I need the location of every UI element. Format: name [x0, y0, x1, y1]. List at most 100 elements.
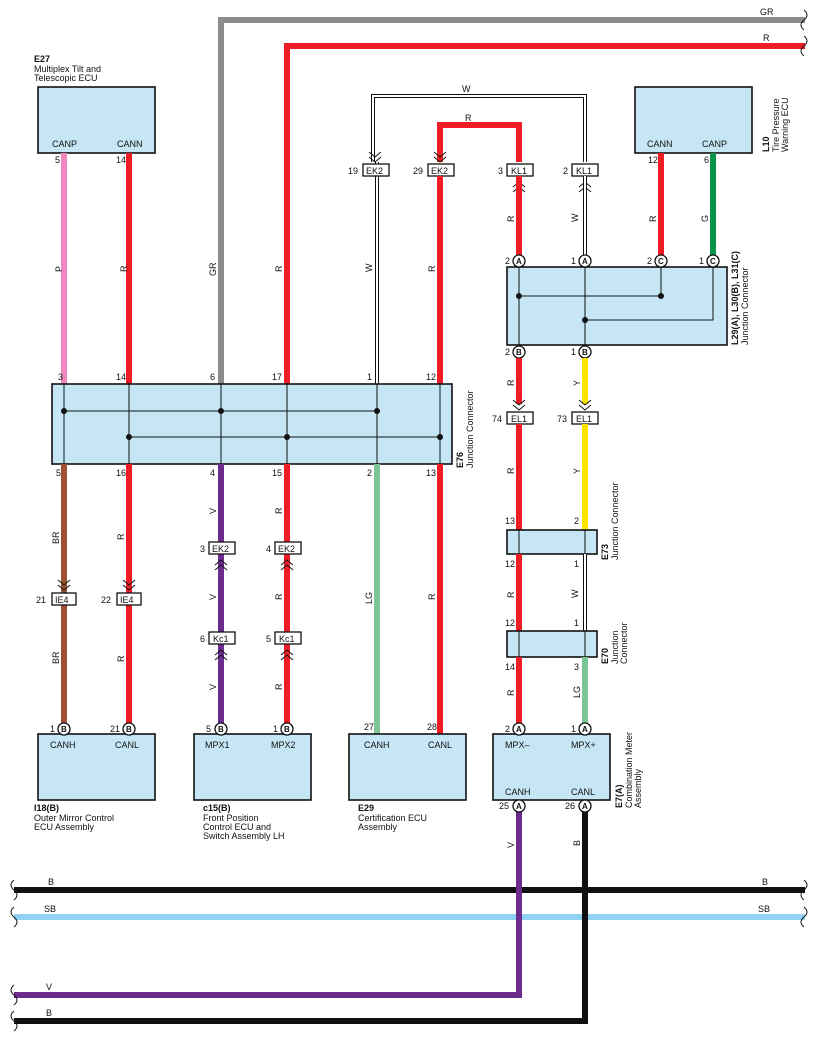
- e27-name-2: Telescopic ECU: [34, 73, 98, 83]
- kl1-r-label: R: [506, 215, 516, 222]
- r-bus-label: R: [763, 33, 770, 43]
- kc1-5-pin: 5: [266, 634, 271, 644]
- ie4-22-pin: 22: [101, 595, 111, 605]
- e7-b-label: B: [572, 840, 582, 846]
- br-dn-label: BR: [51, 651, 61, 664]
- e76-bot-4: 4: [210, 468, 215, 478]
- e73-name: Junction Connector: [610, 482, 620, 560]
- kc1-6-id: Kc1: [213, 634, 229, 644]
- c15-pin5-num: 5: [206, 724, 211, 734]
- ek2-19-pin: 19: [348, 166, 358, 176]
- ek2-3-id: EK2: [212, 544, 229, 554]
- gr-bus-label: GR: [760, 7, 774, 17]
- kl1-3-id: KL1: [511, 166, 527, 176]
- e7-pin25-letter: A: [516, 802, 522, 811]
- c15-pin1-letter: B: [284, 725, 290, 734]
- i18-code: I18(B): [34, 803, 59, 813]
- e27-pin5: 5: [55, 155, 60, 165]
- b-bus-low-wire: B: [10, 812, 588, 1032]
- w-loop-wire: W: [371, 84, 587, 384]
- e76-top-17: 17: [272, 372, 282, 382]
- el1-73-id: EL1: [576, 414, 592, 424]
- e27-code: E27: [34, 54, 50, 64]
- e76-bot-13: 13: [426, 468, 436, 478]
- e27-pin14: 14: [116, 155, 126, 165]
- w1-label: W: [364, 263, 374, 272]
- r-loop-wire: [437, 122, 522, 162]
- e76-bot-2: 2: [367, 468, 372, 478]
- e7-pin26-circle: [578, 799, 592, 813]
- e70-code: E70: [600, 648, 610, 664]
- e73-bot-1: 1: [574, 559, 579, 569]
- e27-pin-cann: CANN: [117, 139, 143, 149]
- l29-r-label: R: [506, 379, 516, 386]
- e27-pin-canp: CANP: [52, 139, 77, 149]
- l29-a1-circle: [578, 254, 592, 268]
- e7-pin25-num: 25: [499, 801, 509, 811]
- ek2-4-connector: EK2 4: [266, 541, 302, 571]
- r15-mid-label: R: [274, 593, 284, 600]
- c15-pin5-circle: [214, 722, 228, 736]
- kl1-2-connector: KL1 2: [563, 163, 599, 193]
- ek2-19-connector: EK2 19: [348, 151, 390, 177]
- ek2-3-connector: EK2 3: [200, 541, 236, 571]
- kl1-2-pin: 2: [563, 166, 568, 176]
- l10-code: L10: [761, 136, 771, 152]
- l10-ecu: CANN CANP L10 Tire Pressure Warning ECU: [634, 86, 790, 154]
- r13-label: R: [427, 593, 437, 600]
- e7-name-2: Assembly: [633, 768, 643, 808]
- e7-pin25-circle: [512, 799, 526, 813]
- e29-pin-canl: CANL: [428, 740, 452, 750]
- v4-dn-label: V: [208, 684, 218, 690]
- i18-pin1-letter: B: [61, 725, 67, 734]
- ie4-21-connector: IE4 21: [36, 579, 77, 606]
- r16-dn-label: R: [116, 655, 126, 662]
- kc1-5-id: Kc1: [279, 634, 295, 644]
- l29-b2-num: 2: [505, 347, 510, 357]
- l29-a1-letter: A: [582, 257, 588, 266]
- gr-wire-label: GR: [208, 262, 218, 276]
- l29-a1-num: 1: [571, 256, 576, 266]
- l10-pin-canp: CANP: [702, 139, 727, 149]
- e70-top-12: 12: [505, 618, 515, 628]
- l29-c2-circle: [654, 254, 668, 268]
- v-bus-wire: V: [10, 812, 522, 1006]
- e73-junction-connector: 13 2 12 1 E73 Junction Connector: [505, 482, 620, 569]
- kl1-w-label: W: [570, 213, 580, 222]
- e76-top-6: 6: [210, 372, 215, 382]
- e76-top-14: 14: [116, 372, 126, 382]
- ek2-19-id: EK2: [366, 166, 383, 176]
- e76-junction-connector: E76 Junction Connector: [51, 383, 475, 468]
- el1-74-pin: 74: [492, 414, 502, 424]
- e73-code: E73: [600, 544, 610, 560]
- v4-up-label: V: [208, 508, 218, 514]
- el1-74-id: EL1: [511, 414, 527, 424]
- w-top-label: W: [462, 84, 471, 94]
- l29-code: L29(A), L30(B), L31(C): [730, 251, 740, 345]
- sb-bus: SB SB: [10, 904, 808, 928]
- l10-pin6: 6: [704, 155, 709, 165]
- l10-name-2: Warning ECU: [780, 97, 790, 152]
- e76-top-1: 1: [367, 372, 372, 382]
- c15-ecu: MPX1 MPX2 c15(B) Front Position Control …: [193, 733, 312, 841]
- l29-a2-letter: A: [516, 257, 522, 266]
- i18-pin21-letter: B: [126, 725, 132, 734]
- e70-bot-3: 3: [574, 662, 579, 672]
- e70-bot-14: 14: [505, 662, 515, 672]
- l29-b1-letter: B: [582, 348, 588, 357]
- e7-pin1-circle: [578, 722, 592, 736]
- i18-pin-canl: CANL: [115, 740, 139, 750]
- el1-74-connector: EL1 74: [492, 399, 534, 425]
- e29-pin-canh: CANH: [364, 740, 390, 750]
- e70-r-label: R: [506, 689, 516, 696]
- r15-dn-label: R: [274, 683, 284, 690]
- e7-code: E7(A): [614, 784, 624, 808]
- sb-bus-left-label: SB: [44, 904, 56, 914]
- l10-pin12: 12: [648, 155, 658, 165]
- i18-pin1-circle: [57, 722, 71, 736]
- i18-pin21-num: 21: [110, 724, 120, 734]
- c15-name-2: Control ECU and: [203, 822, 271, 832]
- el1-73-connector: EL1 73: [557, 399, 599, 425]
- e7-pin2-num: 2: [505, 724, 510, 734]
- c15-name-3: Switch Assembly LH: [203, 831, 285, 841]
